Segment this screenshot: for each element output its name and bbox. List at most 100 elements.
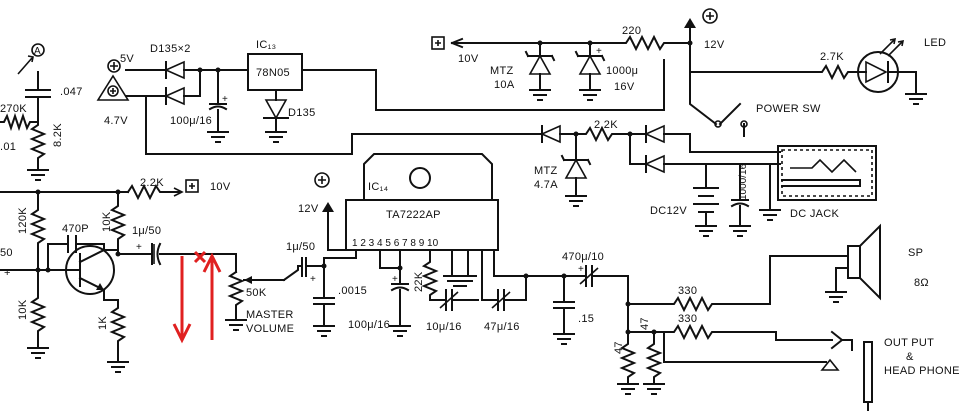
reg-78n05-label: 78N05 <box>256 67 290 79</box>
resistor-22k <box>421 249 439 301</box>
ic-pins-label: 1 2 3 4 5 6 7 8 9 10 <box>352 238 439 249</box>
mtz47a-line1: MTZ <box>534 165 558 177</box>
master-line2: VOLUME <box>246 323 294 335</box>
svg-text:+: + <box>136 242 142 253</box>
r50k-label: 50K <box>246 287 267 299</box>
r82k-label: 8.2K <box>52 123 64 147</box>
amp-ic-section: 50K MASTER VOLUME 1μ/50 + .0015 IC₁₄ TA7… <box>225 153 629 345</box>
supply-triangle <box>96 74 130 101</box>
svg-text:+: + <box>310 274 316 285</box>
diode-d135-lower <box>151 86 201 106</box>
resistor-1k-emitter <box>103 289 127 363</box>
plus-node-marker-2 <box>107 85 119 97</box>
power-5v-section: A .047 270K 8.2K .01 5V 4.7V <box>0 39 665 181</box>
resistor-220 <box>619 34 691 52</box>
potentiometer-master-volume <box>227 270 245 321</box>
v47-label: 4.7V <box>104 115 128 127</box>
c047-label: .047 <box>60 86 83 98</box>
v12-ic-label: 12V <box>298 203 319 215</box>
resistor-10k-collector <box>109 191 127 251</box>
output-section: 330 330 47 47 SP 8Ω <box>613 223 960 411</box>
resistor-10k-base <box>29 269 47 349</box>
c47u16-label: 47μ/16 <box>484 321 520 333</box>
out-line3: HEAD PHONE <box>884 365 960 377</box>
red-arrow-up <box>202 252 222 340</box>
c0015-label: .0015 <box>338 285 367 297</box>
zener-mtz-4-7a <box>560 154 592 179</box>
capacitor-470p <box>67 235 77 253</box>
r330b-label: 330 <box>678 313 697 325</box>
r22k-left-label: 2.2K <box>140 177 164 189</box>
r120k-label: 120K <box>17 207 29 234</box>
r47b-label: 47 <box>639 317 651 330</box>
headphone-jack <box>820 330 873 411</box>
resistor-47-a <box>619 331 637 385</box>
preamp-section: 2.2K 10V 120K 10K 470P 50 + <box>0 177 237 373</box>
c15-label: .15 <box>578 313 594 325</box>
sp-label: SP <box>908 247 923 259</box>
mtz10a-line2: 10A <box>494 79 515 91</box>
r01-edge-label: .01 <box>0 141 16 153</box>
r270k-label: 270K <box>0 103 27 115</box>
v16-label: 16V <box>614 81 635 93</box>
r1k-label: 1K <box>97 316 109 330</box>
arrow-12v <box>684 18 696 28</box>
resistor-120k <box>29 191 47 269</box>
ic14-label: IC₁₄ <box>368 181 389 193</box>
svg-text:+: + <box>578 264 584 275</box>
v10-top-label: 10V <box>458 53 479 65</box>
c100u16b-label: 100μ/16 <box>348 319 390 331</box>
v5-label: 5V <box>120 53 134 65</box>
c1u50b-label: 1μ/50 <box>286 241 315 253</box>
plus-node-12v-top <box>702 8 718 24</box>
resistor-330-a <box>667 295 731 313</box>
r22k-ic-label: 22K <box>413 271 425 292</box>
c1000-16-label: 1000/16 <box>738 163 749 200</box>
mtz10a-line1: MTZ <box>490 65 514 77</box>
dc-jack-label: DC JACK <box>790 208 840 220</box>
resistor-8-2k <box>29 114 47 171</box>
r27k-label: 2.7K <box>820 51 844 63</box>
v10-left-label: 10V <box>210 181 231 193</box>
led-label: LED <box>924 37 946 49</box>
resistor-330-b <box>667 323 731 341</box>
dc-input-section: 2.2K MTZ 4.7A <box>145 95 877 237</box>
battery-dc12v <box>693 187 719 213</box>
dc12v-label: DC12V <box>650 205 687 217</box>
diode-rectifier-left <box>529 124 561 144</box>
resistor-270k <box>0 112 39 132</box>
red-cross-mark <box>193 250 207 264</box>
out-line1: OUT PUT <box>884 337 934 349</box>
speaker-icon <box>847 223 881 301</box>
svg-text:+: + <box>392 274 398 285</box>
diode-d135 <box>263 99 289 143</box>
ic13-label: IC₁₃ <box>256 39 276 51</box>
mtz47a-line2: 4.7A <box>534 179 558 191</box>
c1u50a-label: 1μ/50 <box>132 225 161 237</box>
resistor-2-7k <box>817 63 859 81</box>
red-annotations <box>172 250 222 344</box>
r10k-b-label: 10K <box>17 299 29 320</box>
plus-node-12v-ic <box>314 172 330 188</box>
zener-mtz-10a <box>524 50 556 75</box>
ta7222ap-label: TA7222AP <box>386 209 441 221</box>
plus-node-marker <box>107 59 121 73</box>
d135x2-label: D135×2 <box>150 43 191 55</box>
svg-text:+: + <box>4 267 11 279</box>
diode-rectifier-lower <box>644 154 691 174</box>
arrow-12v-ic <box>322 202 334 212</box>
ground-symbol <box>27 169 49 181</box>
power-12v-section: 10V MTZ 10A + 1000μ 16V 220 <box>431 8 946 137</box>
c470u10-label: 470μ/10 <box>562 251 604 263</box>
c1000u-label: 1000μ <box>606 65 638 77</box>
r10k-a-label: 10K <box>101 211 113 232</box>
dc-jack <box>759 145 877 221</box>
r330a-label: 330 <box>678 285 697 297</box>
r50-edge-label: 50 <box>0 247 13 259</box>
resistor-47-b <box>645 331 663 385</box>
out-line2: & <box>906 351 914 363</box>
led <box>857 37 917 93</box>
c10u16-label: 10μ/16 <box>426 321 462 333</box>
